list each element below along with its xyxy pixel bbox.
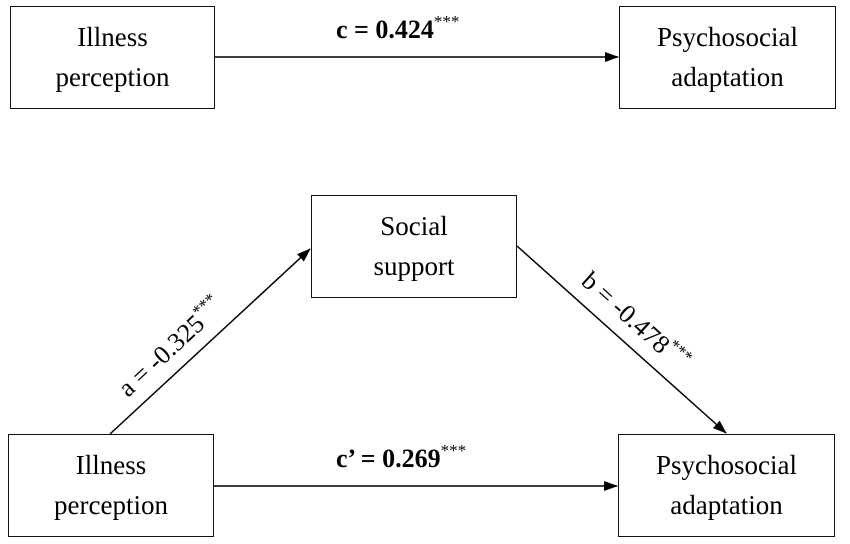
- bottom-psychosocial-adaptation-line1: Psychosocial: [656, 450, 797, 481]
- bottom-psychosocial-adaptation-box: Psychosocial adaptation: [618, 434, 835, 537]
- c-path-label: c = 0.424***: [336, 12, 459, 44]
- top-illness-perception-line2: perception: [55, 61, 170, 92]
- b-path-arrow: [516, 245, 727, 434]
- bottom-illness-perception-line2: perception: [54, 489, 168, 520]
- top-illness-perception-box: Illness perception: [10, 6, 215, 109]
- top-illness-perception-line1: Illness: [77, 22, 148, 53]
- a-path-arrow: [109, 248, 311, 435]
- top-psychosocial-adaptation-line2: adaptation: [671, 61, 784, 92]
- c-prime-path-label: c’ = 0.269***: [336, 441, 466, 473]
- bottom-illness-perception-box: Illness perception: [8, 434, 214, 537]
- top-psychosocial-adaptation-line1: Psychosocial: [657, 22, 798, 53]
- b-path-label: b = -0.478***: [576, 264, 697, 377]
- a-path-label: a = -0.325***: [110, 289, 229, 402]
- social-support-line1: Social: [380, 211, 448, 242]
- social-support-box: Social support: [311, 195, 517, 298]
- bottom-illness-perception-line1: Illness: [75, 450, 147, 481]
- bottom-psychosocial-adaptation-line2: adaptation: [670, 489, 783, 520]
- top-psychosocial-adaptation-box: Psychosocial adaptation: [619, 6, 836, 109]
- social-support-line2: support: [373, 250, 455, 281]
